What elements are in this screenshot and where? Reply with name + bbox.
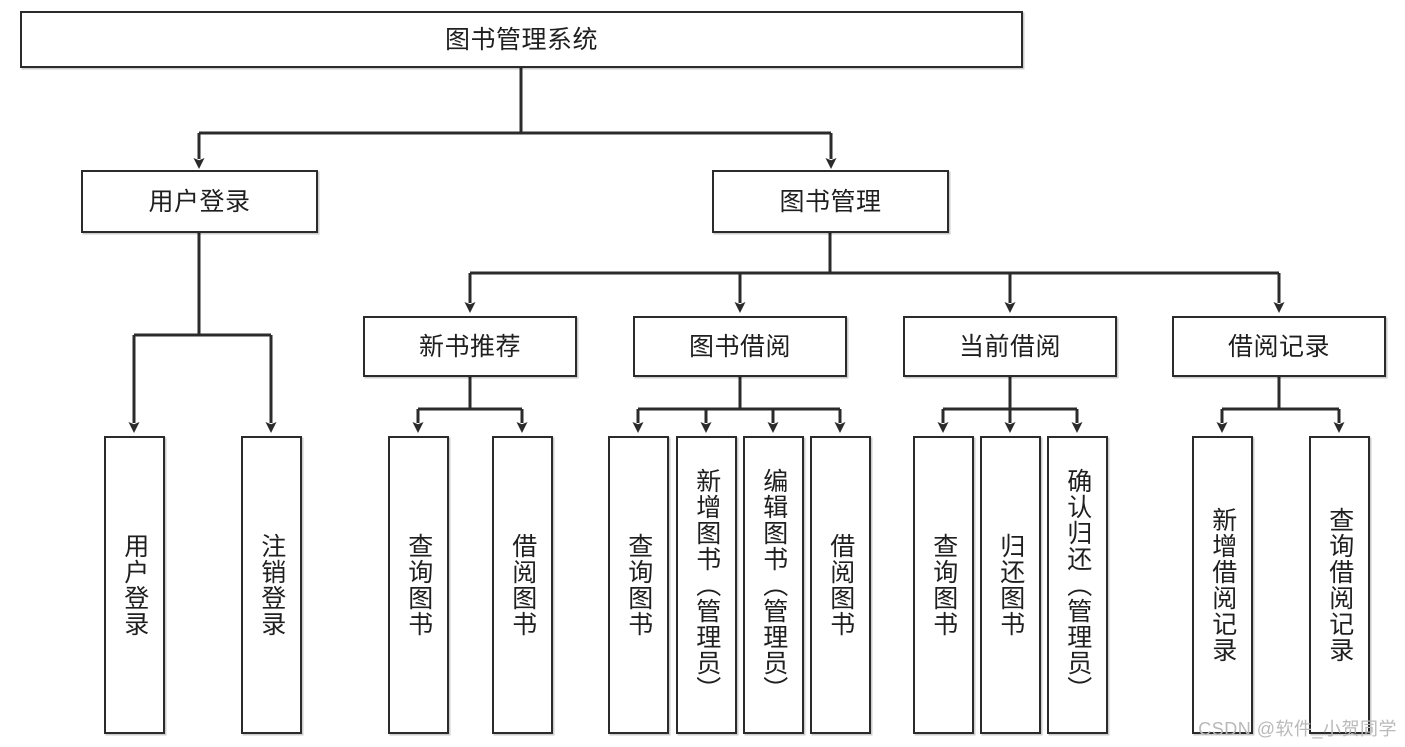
node-label: 查询图书 — [404, 533, 433, 637]
node-label: 图书管理系统 — [444, 25, 598, 54]
leaf-logout[interactable]: 注销登录 — [241, 436, 302, 734]
node-current-borrowing[interactable]: 当前借阅 — [903, 316, 1117, 377]
node-label: 图书管理 — [779, 187, 882, 216]
node-book-borrowing[interactable]: 图书借阅 — [633, 316, 847, 377]
node-label: 借阅图书 — [508, 533, 537, 637]
leaf-confirm-return-admin[interactable]: 确认归还（管理员） — [1047, 436, 1108, 734]
leaf-query-book-borrow[interactable]: 查询图书 — [608, 436, 669, 734]
node-book-management-system[interactable]: 图书管理系统 — [20, 11, 1023, 68]
node-label: 当前借阅 — [958, 332, 1061, 361]
node-label: 借阅图书 — [826, 533, 855, 637]
node-borrowing-records[interactable]: 借阅记录 — [1172, 316, 1386, 377]
node-label: 注销登录 — [257, 533, 286, 637]
node-user-login[interactable]: 用户登录 — [81, 170, 318, 233]
leaf-add-book-admin[interactable]: 新增图书（管理员） — [676, 436, 737, 734]
leaf-user-login[interactable]: 用户登录 — [104, 436, 165, 734]
leaf-edit-book-admin[interactable]: 编辑图书（管理员） — [743, 436, 804, 734]
node-label: 借阅记录 — [1227, 332, 1330, 361]
leaf-borrow-book-borrow[interactable]: 借阅图书 — [810, 436, 871, 734]
node-label: 新增借阅记录 — [1208, 507, 1237, 663]
leaf-add-borrow-record[interactable]: 新增借阅记录 — [1192, 436, 1253, 734]
node-label: 查询借阅记录 — [1325, 507, 1354, 663]
node-label: 图书借阅 — [688, 332, 791, 361]
leaf-return-book[interactable]: 归还图书 — [980, 436, 1041, 734]
leaf-query-book-current[interactable]: 查询图书 — [913, 436, 974, 734]
node-label: 查询图书 — [929, 533, 958, 637]
node-label: 编辑图书（管理员） — [759, 468, 788, 702]
node-label: 归还图书 — [996, 533, 1025, 637]
node-label: 确认归还（管理员） — [1063, 468, 1092, 702]
node-label: 用户登录 — [120, 533, 149, 637]
leaf-query-book-newbook[interactable]: 查询图书 — [388, 436, 449, 734]
leaf-query-borrow-record[interactable]: 查询借阅记录 — [1309, 436, 1370, 734]
node-label: 用户登录 — [148, 187, 251, 216]
node-label: 新增图书（管理员） — [692, 468, 721, 702]
leaf-borrow-book-newbook[interactable]: 借阅图书 — [492, 436, 553, 734]
watermark: CSDN @软件_小贺同学 — [1198, 719, 1397, 739]
node-book-management[interactable]: 图书管理 — [712, 170, 949, 233]
node-new-book-recommendation[interactable]: 新书推荐 — [363, 316, 577, 377]
node-label: 新书推荐 — [418, 332, 521, 361]
node-label: 查询图书 — [624, 533, 653, 637]
